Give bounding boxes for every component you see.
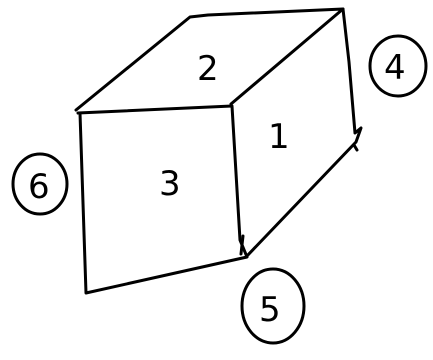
hidden-face-6-label: 6 xyxy=(28,167,50,207)
right-face-outline xyxy=(246,9,361,257)
front-face-label: 3 xyxy=(159,164,181,204)
right-face-label: 1 xyxy=(268,117,290,157)
hidden-face-4: 4 xyxy=(370,36,426,96)
hidden-face-5: 5 xyxy=(242,269,304,343)
right-edge-tick xyxy=(354,145,357,150)
front-right-edge-tick xyxy=(241,236,243,254)
hidden-face-4-label: 4 xyxy=(384,48,406,88)
hidden-face-5-label: 5 xyxy=(259,290,281,330)
hidden-face-6: 6 xyxy=(13,154,67,214)
top-face-label: 2 xyxy=(197,49,219,89)
